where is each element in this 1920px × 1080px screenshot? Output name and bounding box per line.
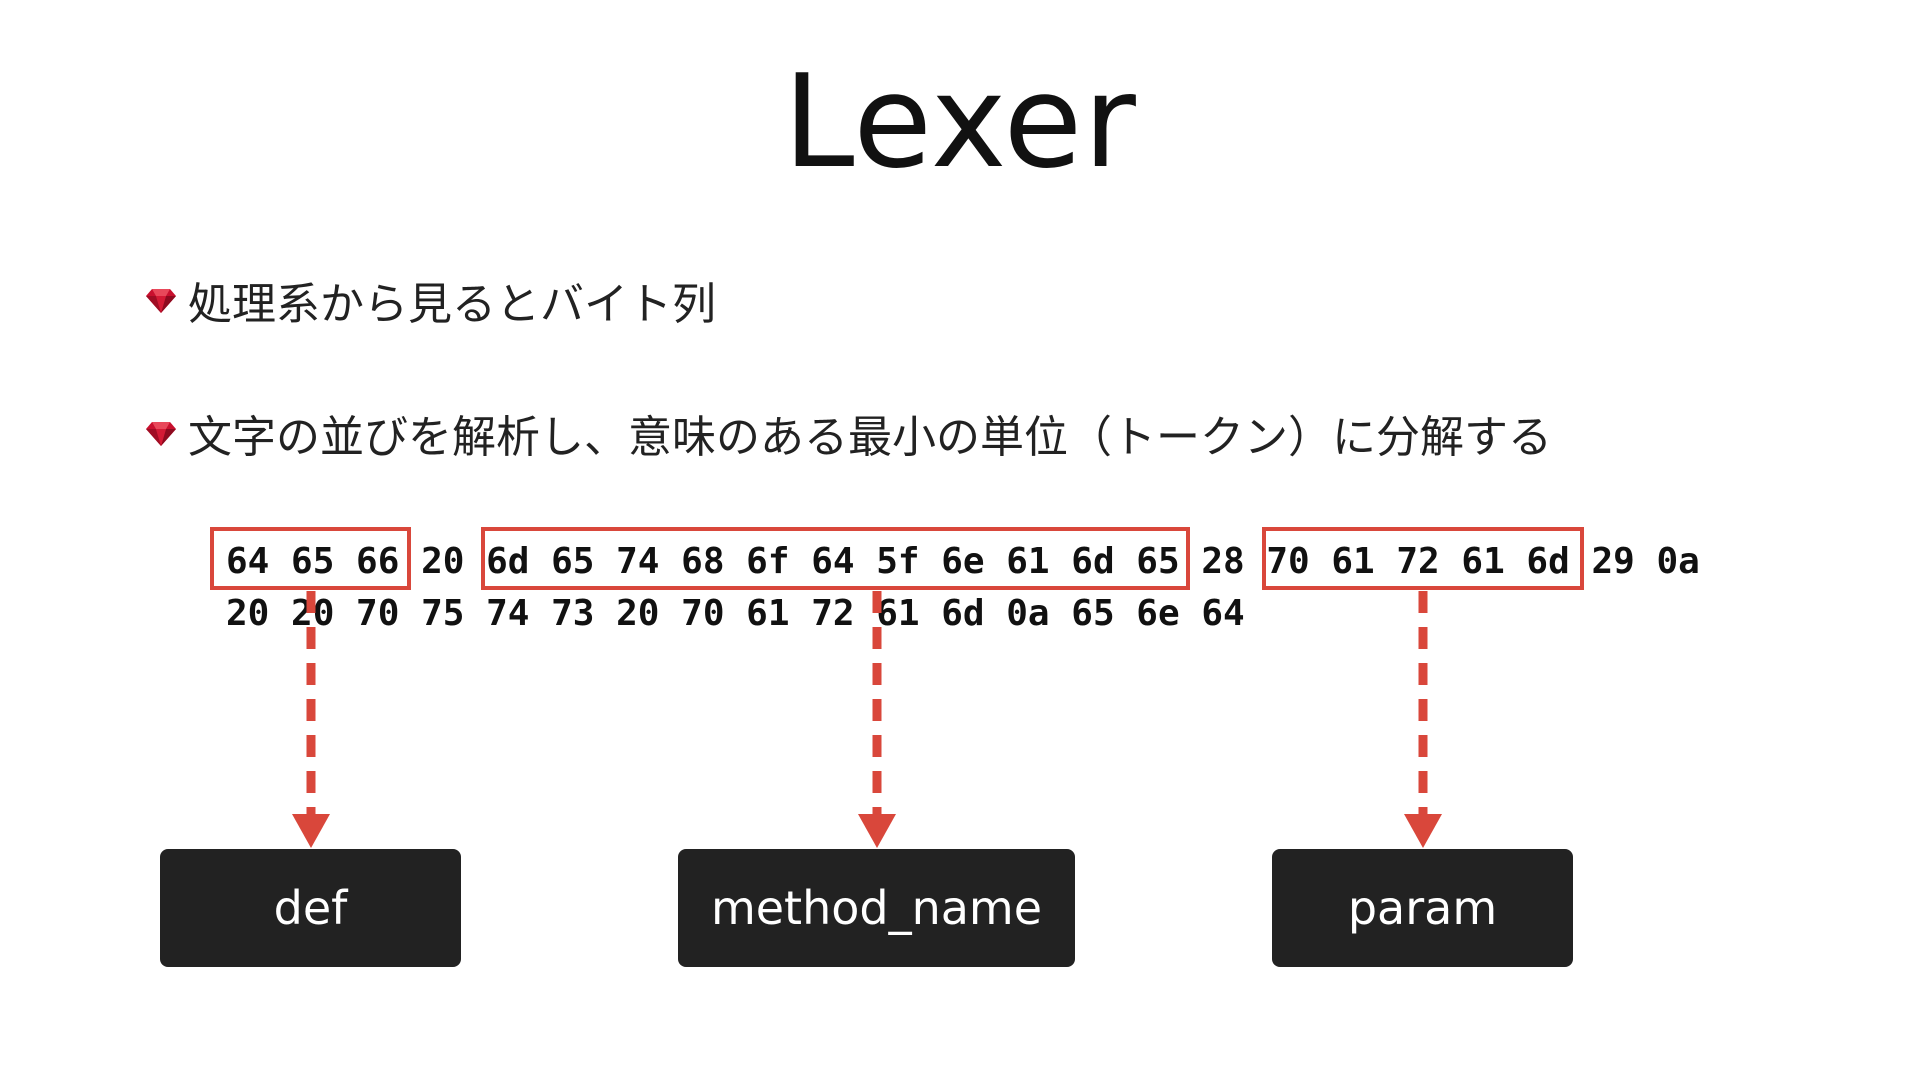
highlight-box-method-name	[481, 527, 1190, 590]
token-param: param	[1272, 849, 1573, 967]
hex-bytes-line-2: 20 20 70 75 74 73 20 70 61 72 61 6d 0a 6…	[226, 593, 1245, 634]
bullet-item-1: 処理系から見るとバイト列	[144, 265, 716, 335]
bullet-text-2: 文字の並びを解析し、意味のある最小の単位（トークン）に分解する	[188, 412, 1552, 463]
highlight-box-def	[210, 527, 411, 590]
token-method-name: method_name	[678, 849, 1075, 967]
bullet-item-2: 文字の並びを解析し、意味のある最小の単位（トークン）に分解する	[144, 398, 1552, 468]
ruby-gem-icon	[146, 289, 176, 313]
highlight-box-param	[1262, 527, 1584, 590]
ruby-gem-icon	[146, 422, 176, 446]
arrow-head-def	[292, 814, 330, 848]
hex-bytes-line-1: 64 65 66 20 6d 65 74 68 6f 64 5f 6e 61 6…	[226, 541, 1700, 582]
arrow-head-method-name	[858, 814, 896, 848]
slide-title: Lexer	[783, 48, 1137, 197]
token-def: def	[160, 849, 461, 967]
arrow-head-param	[1404, 814, 1442, 848]
bullet-text-1: 処理系から見るとバイト列	[188, 279, 716, 330]
